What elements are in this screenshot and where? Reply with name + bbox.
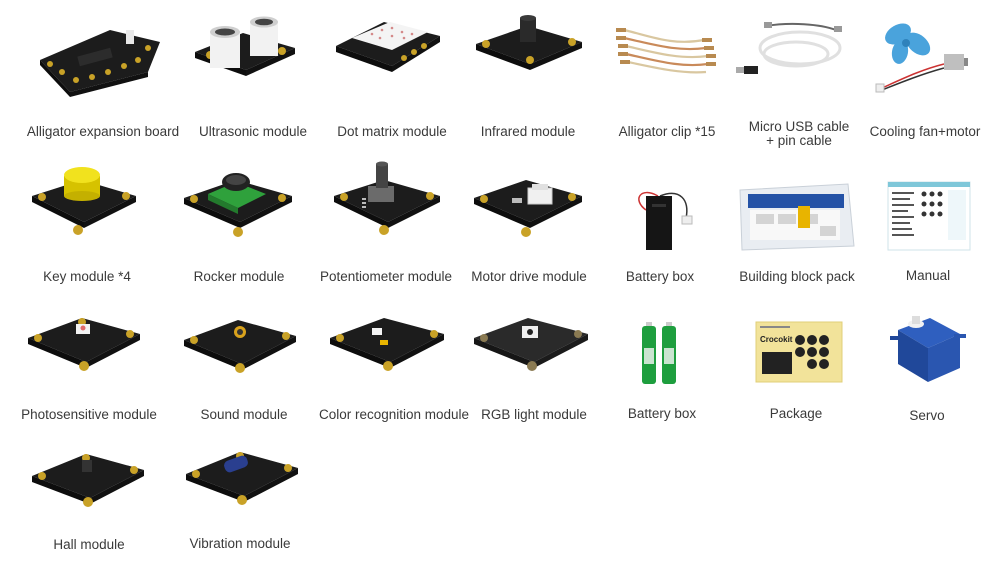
item-label: Battery box [625, 269, 695, 284]
item-label: Building block pack [739, 269, 855, 284]
item-label: Alligator clip *15 [618, 124, 716, 139]
item-label: Dot matrix module [337, 124, 447, 139]
item-label: Key module *4 [43, 269, 131, 284]
item-label: Potentiometer module [319, 269, 453, 284]
item-label: Hall module [53, 537, 125, 552]
item-label: Infrared module [480, 124, 576, 139]
item-label: Servo [909, 408, 945, 423]
item-label: Ultrasonic module [198, 124, 308, 139]
item-label: Motor drive module [471, 269, 587, 284]
item-label: + pin cable [766, 133, 832, 148]
item-label: Photosensitive module [21, 407, 157, 422]
item-label: Rocker module [193, 269, 285, 284]
item-label: Package [769, 406, 823, 421]
item-label: Sound module [200, 407, 288, 422]
package-text: Crocokit [760, 335, 793, 344]
item-label: Battery box [627, 406, 697, 421]
item-label: Alligator expansion board [26, 124, 180, 139]
item-label: Manual [905, 268, 951, 283]
item-label: Micro USB cable [748, 119, 850, 134]
item-label: Cooling fan+motor [869, 124, 981, 139]
item-label: RGB light module [481, 407, 587, 422]
item-label: Color recognition module [318, 407, 470, 422]
item-label: Vibration module [189, 536, 291, 551]
